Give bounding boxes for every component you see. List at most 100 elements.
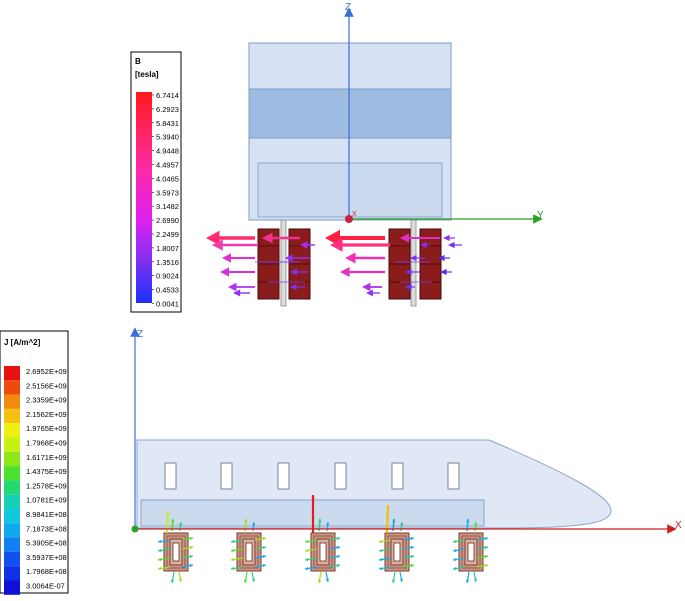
current-density-arrow bbox=[465, 571, 470, 584]
current-density-arrow bbox=[476, 545, 489, 550]
side-window bbox=[277, 462, 290, 490]
current-density-arrow bbox=[230, 539, 244, 544]
legend-b-tick-label: 5.8431 bbox=[156, 119, 179, 128]
origin-marker-bottom bbox=[131, 525, 139, 533]
b-field-arrow bbox=[400, 233, 440, 243]
b-field-arrow bbox=[443, 234, 455, 242]
legend-j-color-band bbox=[4, 551, 20, 567]
current-density-arrow bbox=[378, 557, 392, 562]
legend-j-color-band bbox=[4, 480, 20, 495]
current-density-arrow bbox=[181, 563, 194, 568]
legend-j-tick-label: 7.1873E+08 bbox=[26, 524, 67, 533]
b-field-arrow bbox=[220, 267, 255, 277]
current-density-arrow bbox=[251, 571, 256, 583]
bottom-train-view: Z X bbox=[130, 327, 682, 584]
current-density-arrow bbox=[476, 554, 489, 559]
legend-j-tick-label: 1.7968E+08 bbox=[26, 567, 67, 576]
current-density-arrow bbox=[157, 548, 171, 553]
support-post bbox=[280, 219, 287, 307]
current-density-arrow bbox=[385, 504, 390, 534]
support-post bbox=[410, 219, 417, 307]
train-window-band bbox=[248, 88, 452, 139]
current-density-arrow bbox=[230, 566, 244, 571]
top-train-view: Z Y X bbox=[206, 2, 544, 307]
legend-b-tick-label: 2.2499 bbox=[156, 230, 179, 239]
b-field-arrow bbox=[340, 267, 385, 277]
current-density-arrow bbox=[476, 563, 489, 568]
current-density-arrow bbox=[157, 539, 171, 544]
b-field-arrow bbox=[262, 232, 300, 244]
b-field-arrow bbox=[285, 254, 310, 262]
legend-j-color-band bbox=[4, 380, 20, 395]
legend-j-tick-label: 1.4375E+09 bbox=[26, 467, 67, 476]
current-density-arrow bbox=[181, 554, 194, 559]
legend-j-tick-label: 2.6952E+09 bbox=[26, 367, 67, 376]
b-field-arrow bbox=[366, 289, 380, 297]
legend-j-tick-label: 1.7968E+09 bbox=[26, 439, 67, 448]
current-density-arrow bbox=[399, 571, 404, 583]
side-window bbox=[447, 462, 460, 490]
legend-b-tick-label: 3.1482 bbox=[156, 202, 179, 211]
b-field-arrow bbox=[233, 289, 250, 297]
current-density-arrow bbox=[157, 566, 171, 571]
legend-j-color-band bbox=[4, 423, 20, 438]
current-density-arrow bbox=[402, 554, 415, 559]
legend-b-tick-label: 4.9448 bbox=[156, 147, 179, 156]
current-density-arrow bbox=[328, 563, 341, 568]
current-density-arrow bbox=[325, 571, 330, 583]
b-field-arrow bbox=[228, 282, 255, 292]
z-axis-top-label: Z bbox=[345, 2, 351, 13]
current-density-arrow bbox=[157, 557, 171, 562]
magnet-group-left bbox=[257, 228, 311, 300]
legend-j-tick-label: 3.0064E-07 bbox=[26, 582, 65, 591]
side-window bbox=[391, 462, 404, 490]
legend-b-tick-label: 6.7414 bbox=[156, 91, 179, 100]
legend-b-title: B bbox=[135, 57, 141, 66]
current-density-arrow bbox=[391, 571, 396, 584]
legend-j-color-band bbox=[4, 537, 20, 552]
legend-b: B [tesla] 6.74146.29235.84315.39404.9448… bbox=[130, 51, 182, 313]
current-density-arrow bbox=[452, 557, 466, 562]
legend-j-tick-label: 1.0781E+09 bbox=[26, 496, 67, 505]
current-density-arrow bbox=[304, 566, 318, 571]
legend-b-tick-label: 3.5973 bbox=[156, 188, 179, 197]
x-axis-bottom-label: X bbox=[675, 520, 682, 531]
legend-j-tick-label: 2.3359E+09 bbox=[26, 396, 67, 405]
coil bbox=[310, 532, 336, 572]
b-field-arrow bbox=[212, 239, 258, 251]
current-density-arrow bbox=[181, 545, 194, 550]
legend-j-color-band bbox=[4, 451, 20, 467]
current-density-arrow bbox=[452, 539, 466, 544]
current-density-arrow bbox=[243, 571, 248, 584]
legend-j: J [A/m^2] 2.6952E+092.5156E+092.3359E+09… bbox=[0, 330, 69, 595]
current-density-arrow bbox=[230, 548, 244, 553]
legend-b-tick-label: 1.3516 bbox=[156, 258, 179, 267]
b-field-arrow bbox=[345, 252, 385, 264]
x-axis-top-label: X bbox=[352, 211, 357, 218]
current-density-arrow bbox=[254, 545, 267, 550]
current-density-arrow bbox=[473, 571, 478, 583]
current-density-arrow bbox=[170, 571, 175, 584]
b-field-arrow bbox=[206, 230, 255, 246]
side-windows bbox=[164, 462, 460, 490]
b-field-arrow bbox=[290, 268, 308, 276]
legend-j-tick-label: 1.2578E+09 bbox=[26, 481, 67, 490]
legend-b-tick-label: 4.4957 bbox=[156, 161, 179, 170]
y-axis-top-label: Y bbox=[537, 210, 544, 221]
b-field-arrow bbox=[330, 238, 390, 252]
legend-j-color-band bbox=[4, 466, 20, 481]
legend-j-color-band bbox=[4, 523, 20, 538]
current-density-arrow bbox=[328, 554, 341, 559]
current-density-arrow bbox=[328, 536, 341, 541]
b-field-arrow bbox=[438, 254, 450, 262]
legend-b-tick-label: 4.0465 bbox=[156, 174, 179, 183]
b-field-arrow bbox=[440, 268, 452, 276]
b-field-arrows bbox=[206, 229, 462, 297]
current-density-arrow bbox=[254, 536, 267, 541]
legend-j-color-band bbox=[4, 408, 20, 424]
current-density-arrow bbox=[317, 571, 322, 584]
current-density-arrow bbox=[402, 545, 415, 550]
current-density-arrow bbox=[230, 557, 244, 562]
current-density-arrow bbox=[402, 536, 415, 541]
coil bbox=[458, 532, 484, 572]
